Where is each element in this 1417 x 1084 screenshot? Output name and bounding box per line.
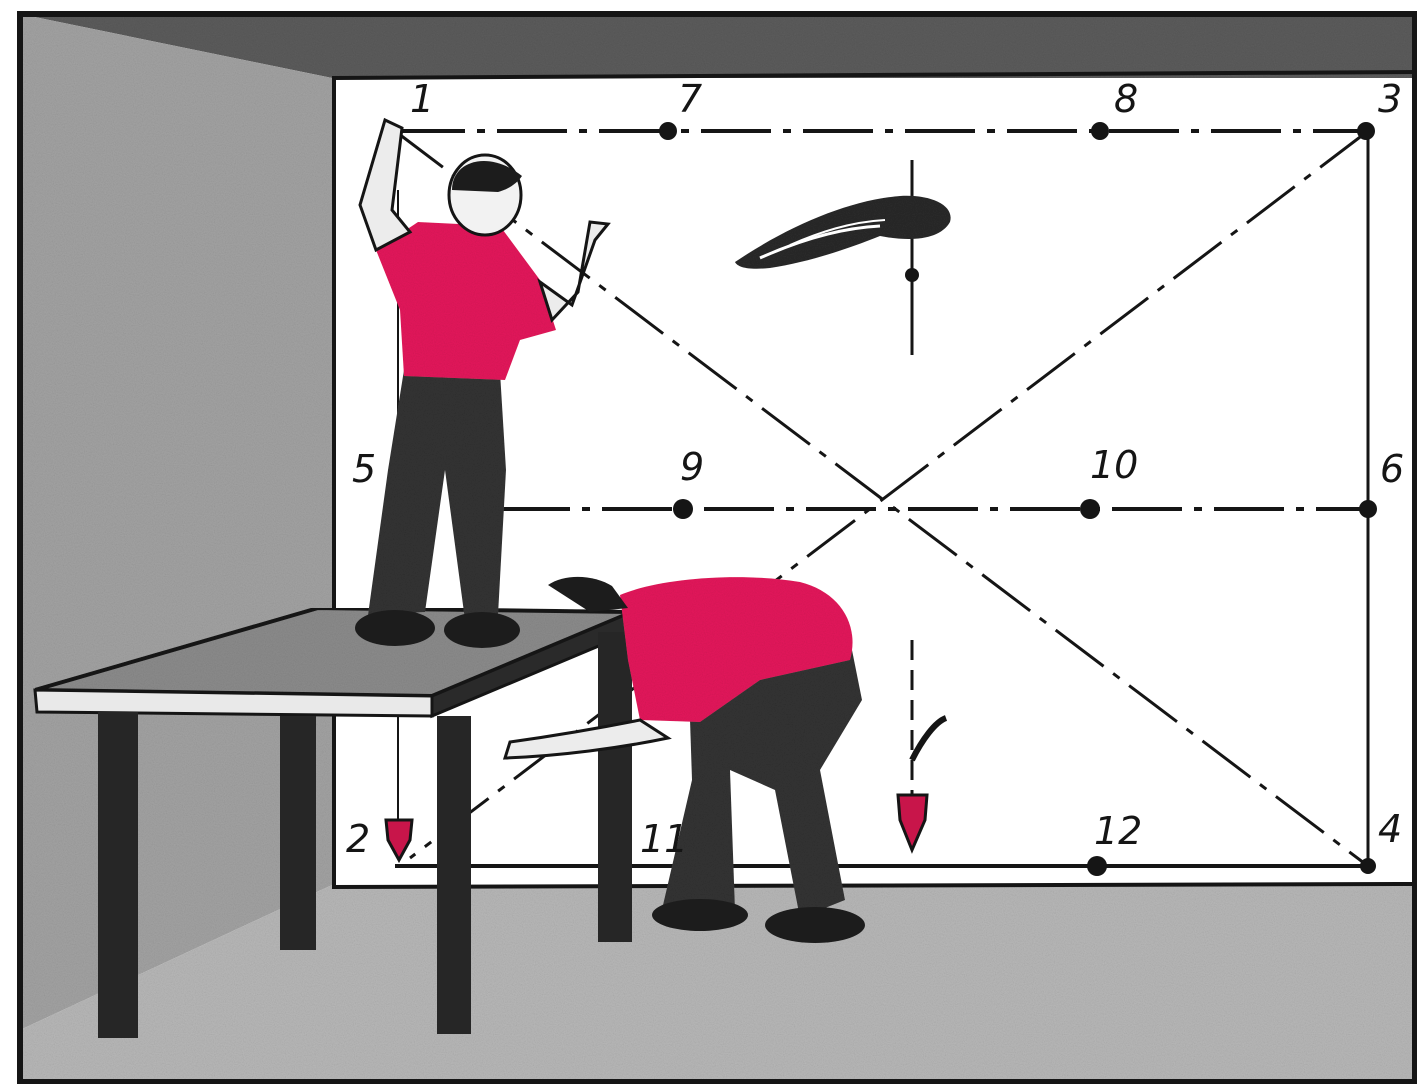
point-label-9: 9: [680, 445, 704, 489]
dot-6: [1359, 500, 1377, 518]
dot-7: [659, 122, 677, 140]
point-label-2: 2: [346, 817, 370, 861]
point-label-10: 10: [1090, 443, 1138, 487]
dot-3: [1357, 122, 1375, 140]
point-label-8: 8: [1114, 77, 1138, 121]
table-leg-front-left: [98, 712, 138, 1038]
dot-8: [1091, 122, 1109, 140]
point-label-3: 3: [1378, 77, 1402, 121]
table-leg-front-right: [437, 716, 471, 1034]
table-leg-back-left: [280, 716, 316, 950]
point-label-5: 5: [352, 447, 376, 491]
point-label-4: 4: [1378, 807, 1402, 851]
table-front-edge: [35, 690, 432, 716]
dot-9: [673, 499, 693, 519]
point-label-7: 7: [678, 77, 702, 121]
dot-center: [905, 268, 919, 282]
dot-12: [1087, 856, 1107, 876]
point-label-11: 11: [640, 817, 688, 861]
point-label-12: 12: [1094, 809, 1142, 853]
dot-10: [1080, 499, 1100, 519]
point-label-1: 1: [410, 77, 434, 121]
dot-4: [1360, 858, 1376, 874]
table-leg-back-right: [598, 632, 632, 942]
point-label-6: 6: [1380, 447, 1404, 491]
